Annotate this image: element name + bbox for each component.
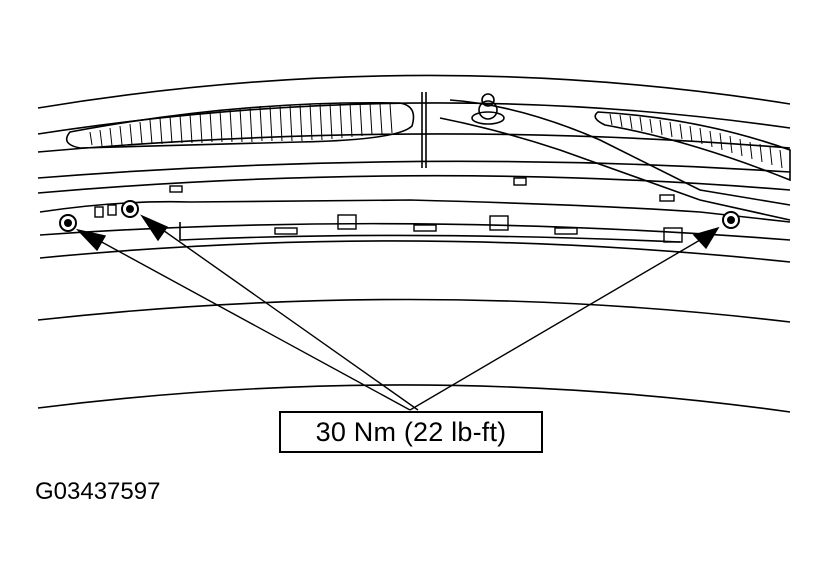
- cowl-outer-edge: [37, 74, 791, 109]
- cowl-flange: [179, 222, 681, 243]
- torque-label: 30 Nm (22 lb-ft): [315, 416, 507, 447]
- cowl-edge-4: [37, 160, 791, 179]
- hood-line-1: [37, 298, 791, 323]
- torque-callout: 30 Nm (22 lb-ft): [279, 411, 543, 453]
- wiper-pivot: [478, 100, 498, 120]
- figure-id: G03437597: [35, 478, 161, 505]
- cowl-panel-left: [39, 199, 791, 223]
- cowl-panel-bottom: [39, 240, 791, 263]
- leader-arrows: [75, 214, 720, 411]
- wiper-arm-right: [594, 111, 791, 182]
- wiper-arm-left: [65, 101, 415, 149]
- cowl-panel-lower: [39, 222, 791, 241]
- cowl-edge-3: [37, 133, 791, 153]
- bolt-left: [59, 214, 77, 232]
- hood-line-2: [37, 384, 791, 413]
- bolt-right: [722, 211, 740, 229]
- bolt-center-left: [121, 200, 139, 218]
